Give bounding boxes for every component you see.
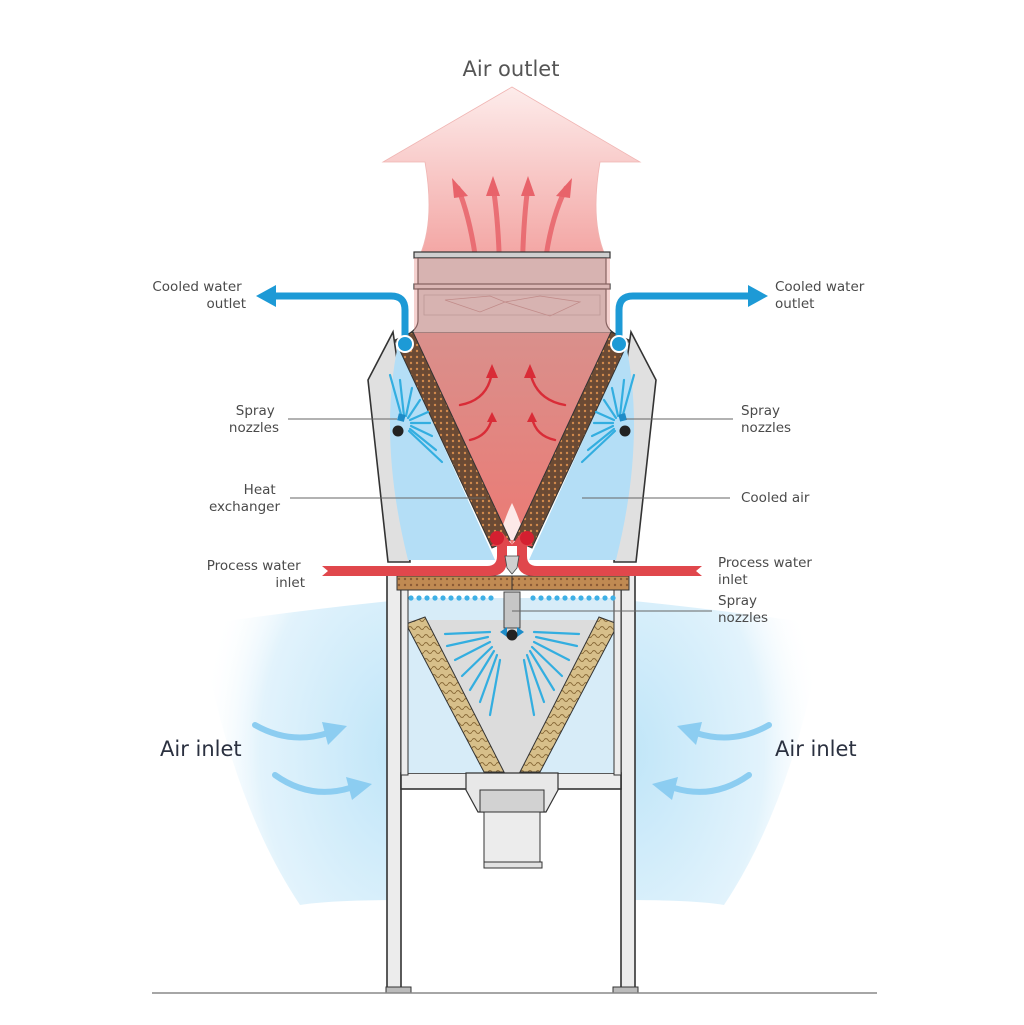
air-outlet-label: Air outlet [463, 57, 560, 81]
heat-exchanger-label: Heat exchanger [209, 482, 281, 515]
spray-nozzles-label-left: Spray nozzles [229, 403, 279, 436]
air-inlet-label-right: Air inlet [775, 737, 857, 761]
leader-lines [288, 418, 733, 612]
cooled-air-right-zone [529, 345, 634, 560]
cooled-water-arrowhead-right [748, 285, 768, 307]
air-outlet-arrow [381, 86, 642, 303]
air-inlet-arrows-right [671, 722, 772, 795]
air-inlet-label-left: Air inlet [160, 737, 242, 761]
process-water-inlet-pipe [322, 531, 702, 576]
fan-housing [407, 251, 617, 334]
collection-hopper [465, 772, 559, 869]
drip-tray [396, 575, 630, 776]
spray-nozzle-upper-right [580, 373, 636, 464]
process-water-inlet-label-left: Process water inlet [207, 558, 305, 591]
air-inlet-glow-left [200, 600, 400, 905]
cooled-water-outlet-label-left: Cooled water outlet [152, 279, 246, 312]
cooled-air-label: Cooled air [741, 490, 810, 506]
spray-nozzles-label-right: Spray nozzles [741, 403, 791, 436]
spray-nozzles-label-bottom: Spray nozzles [718, 593, 768, 626]
spray-nozzle-bottom [443, 591, 581, 717]
cooled-water-outlet-pipe-right [615, 292, 754, 346]
cooled-water-arrowhead-left [256, 285, 276, 307]
evaporative-pads-lower [405, 616, 619, 773]
hot-air-zone [410, 333, 614, 545]
spray-nozzle-upper-left [388, 373, 444, 464]
cooled-air-left-zone [390, 345, 495, 560]
process-water-inlet-label-right: Process water inlet [718, 555, 816, 588]
cooled-water-outlet-pipe-left [271, 292, 409, 346]
air-inlet-glow-right [624, 600, 824, 905]
air-inlet-arrows-left [252, 722, 353, 795]
cooled-water-outlet-label-right: Cooled water outlet [775, 279, 869, 312]
